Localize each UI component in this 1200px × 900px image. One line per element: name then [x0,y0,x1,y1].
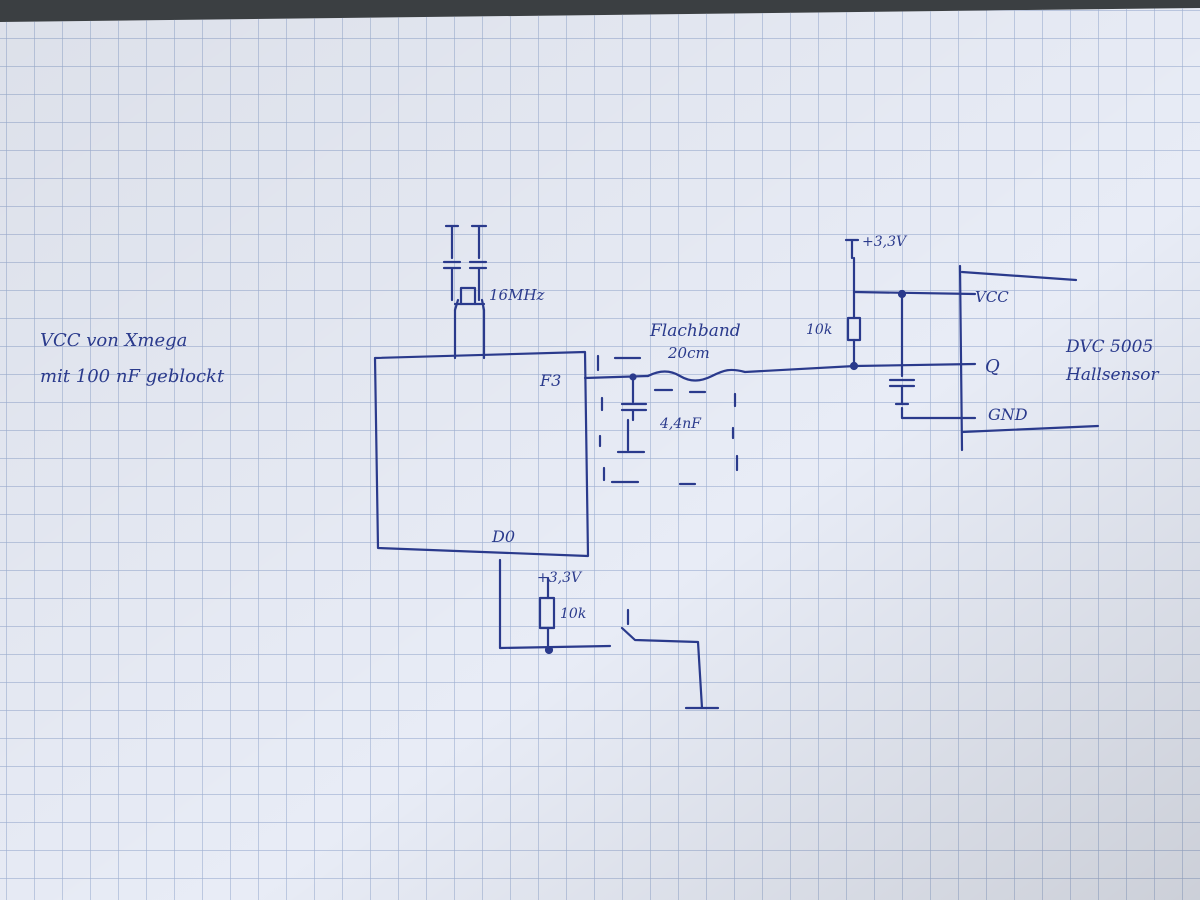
mcu-pin-f3: F3 [539,371,561,390]
sensor-supply-label: +3,3V [862,234,908,250]
crystal-label: 16MHz [489,286,545,304]
vcc-note-line2: mit 100 nF geblockt [40,366,225,387]
output-circuit [498,558,720,710]
sensor-vcc-rail [852,289,977,420]
mcu-pin-d0: D0 [491,527,515,546]
filter-capacitor [616,373,648,454]
sensor-pin-vcc: VCC [975,288,1009,306]
output-resistor-label: 10k [560,606,586,622]
cable-label-line1: Flachband [649,321,741,341]
output-supply-label: +3,3V [537,570,583,586]
vcc-note-line1: VCC von Xmega [40,330,187,351]
sensor-name-line2: Hallsensor [1065,365,1160,385]
hall-sensor-body [958,264,1100,452]
cable-label-line2: 20cm [667,344,710,362]
sensor-pin-q: Q [985,356,1000,377]
sensor-resistor-label: 10k [806,322,832,338]
sensor-pin-gnd: GND [988,405,1028,424]
ribbon-cable [596,354,739,486]
signal-line [583,362,977,382]
microcontroller-box [373,350,590,558]
crystal-circuit [442,224,488,360]
filter-cap-label: 4,4nF [659,416,702,432]
sensor-pullup-resistor [844,238,862,371]
sensor-name-line1: DVC 5005 [1065,337,1153,357]
